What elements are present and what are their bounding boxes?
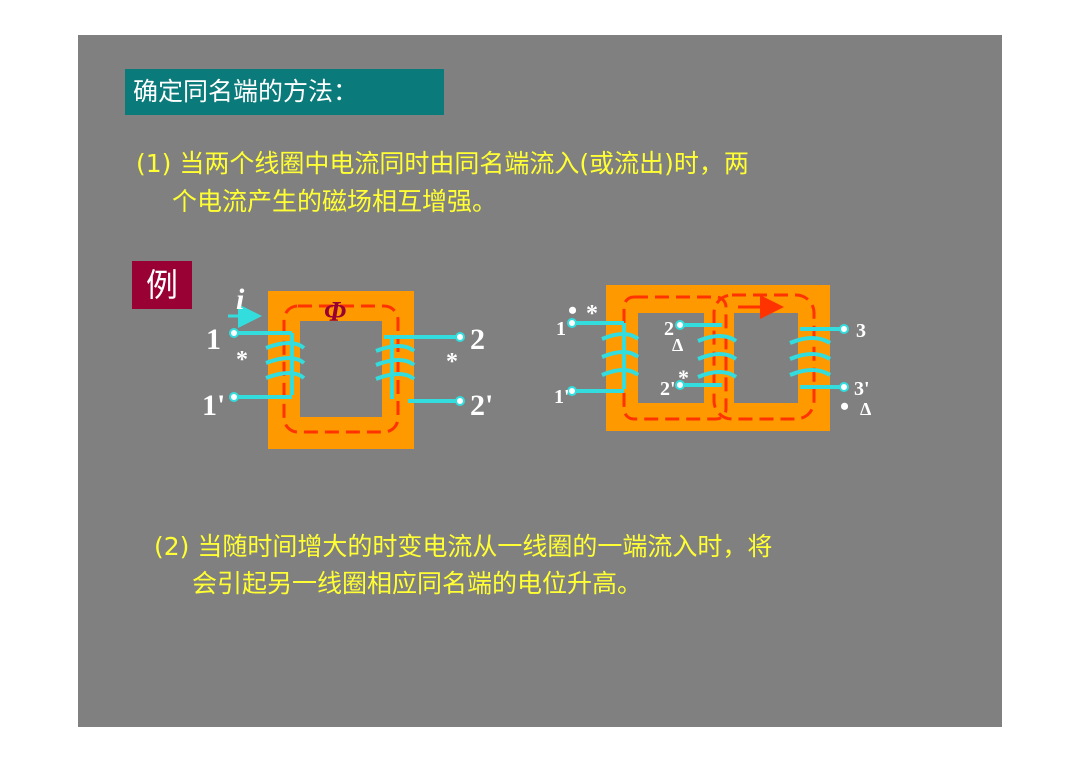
rule1-line1: (1) 当两个线圈中电流同时由同名端流入(或流出)时，两 xyxy=(136,149,749,178)
d2-terminal2p-dot xyxy=(675,380,685,390)
d2-dot-mark-1: • xyxy=(568,296,577,325)
terminal1-dot xyxy=(229,328,239,338)
d2-terminal1-dot xyxy=(567,318,577,328)
d2-terminal1p-dot xyxy=(567,386,577,396)
diagram1: i Φ 1 1' 2 2' * * xyxy=(202,283,493,449)
terminal1-label: 1 xyxy=(206,323,221,356)
d2-terminal3p-label: 3' xyxy=(854,378,870,400)
d2-star-mark-2: * xyxy=(678,365,689,390)
rule2-line2: 会引起另一线圈相应同名端的电位升高。 xyxy=(192,569,643,598)
terminal2-dot xyxy=(455,332,465,342)
current-label: i xyxy=(236,283,245,316)
flux-path1 xyxy=(282,304,400,434)
d2-triangle-mark-1: Δ xyxy=(672,335,683,355)
slide-title: 确定同名端的方法： xyxy=(125,69,444,115)
rule1-line2: 个电流产生的磁场相互增强。 xyxy=(172,187,498,216)
rule2-line1: (2) 当随时间增大的时变电流从一线圈的一端流入时，将 xyxy=(154,532,773,561)
d2-terminal2-label: 2 xyxy=(664,318,674,340)
d2-terminal3-dot xyxy=(839,324,849,334)
terminal2-label: 2 xyxy=(470,323,485,356)
core2 xyxy=(606,285,830,431)
d2-terminal1-label: 1 xyxy=(556,318,566,340)
coil1-left xyxy=(236,331,306,399)
d2-terminal3-label: 3 xyxy=(856,320,866,342)
diagram2: 1 1' 2 2' 3 3' • * Δ * • Δ xyxy=(554,285,871,431)
slide: 确定同名端的方法： (1) 当两个线圈中电流同时由同名端流入(或流出)时，两 个… xyxy=(78,35,1002,727)
terminal1p-dot xyxy=(229,392,239,402)
d2-star-mark-1: * xyxy=(586,301,598,327)
terminal2p-label: 2' xyxy=(470,389,493,422)
d2-triangle-mark-2: Δ xyxy=(860,399,871,419)
coil2-left xyxy=(574,321,640,393)
terminal1p-label: 1' xyxy=(202,389,225,422)
terminal2p-dot xyxy=(455,396,465,406)
example-label: 例 xyxy=(132,261,192,309)
core1 xyxy=(268,291,414,449)
coil1-right xyxy=(375,335,458,403)
coil2-middle xyxy=(682,323,738,387)
d2-terminal2-dot xyxy=(675,320,685,330)
d2-terminal1p-label: 1' xyxy=(554,386,570,408)
d2-terminal3p-dot xyxy=(839,382,849,392)
transformer-diagrams: i Φ 1 1' 2 2' * * xyxy=(202,283,871,449)
d2-dot-mark-2: • xyxy=(840,392,849,421)
star-mark-2: * xyxy=(446,349,458,375)
coil2-right xyxy=(789,327,842,389)
star-mark-1: * xyxy=(236,347,248,373)
flux-label: Φ xyxy=(324,297,346,328)
d2-terminal2p-label: 2' xyxy=(660,378,676,400)
